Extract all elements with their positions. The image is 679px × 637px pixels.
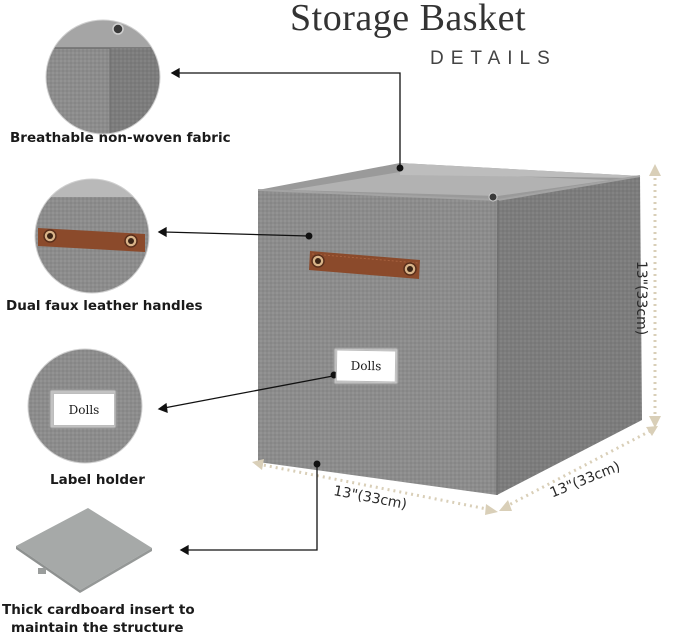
dimension-lines [257,172,657,512]
dimension-arrows [252,164,661,515]
caption-fabric: Breathable non-woven fabric [10,130,231,146]
dimension-height-label: 13"(33cm) [633,260,650,336]
storage-basket [257,163,642,496]
caption-handles: Dual faux leather handles [6,298,203,314]
circle-label-card: Dolls [53,393,115,426]
caption-cardboard-line2: maintain the structure [11,620,184,636]
caption-label-holder: Label holder [50,472,145,488]
pointer-lines [157,67,404,556]
page-title: Storage Basket [290,0,527,39]
leather-handle-icon [35,179,149,293]
leather-handle [309,251,420,279]
page-subtitle: DETAILS [430,48,557,69]
caption-cardboard-line1: Thick cardboard insert to [2,602,195,618]
basket-label-card: Dolls [335,349,397,383]
cardboard-insert-icon [16,508,152,593]
fabric-corner-icon [46,20,160,134]
